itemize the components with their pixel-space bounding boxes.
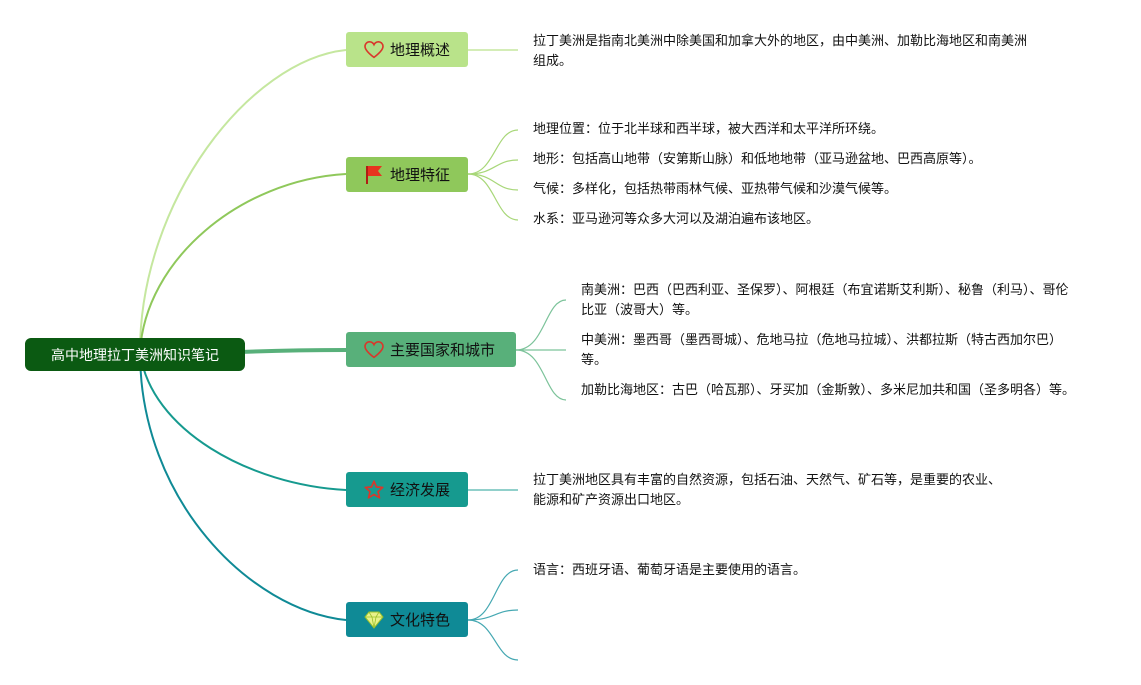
root-label: 高中地理拉丁美洲知识笔记 bbox=[51, 347, 219, 364]
branch-node-cultural-features[interactable]: 文化特色 bbox=[346, 602, 468, 637]
connector-branch-2-leaf-3 bbox=[467, 173, 519, 191]
branch-node-countries-cities[interactable]: 主要国家和城市 bbox=[346, 332, 516, 367]
connector-root-branch-2 bbox=[139, 173, 347, 353]
connector-root-branch-1 bbox=[139, 49, 347, 353]
root-node[interactable]: 高中地理拉丁美洲知识笔记 bbox=[25, 338, 245, 371]
branch-label: 地理特征 bbox=[390, 166, 451, 184]
heart-outline-icon bbox=[364, 40, 384, 60]
branch-label: 文化特色 bbox=[390, 611, 451, 629]
branch-node-economic-development[interactable]: 经济发展 bbox=[346, 472, 468, 507]
branch-label: 主要国家和城市 bbox=[390, 341, 496, 359]
star-outline-icon bbox=[364, 480, 384, 500]
leaf-countries-cities-2: 中美洲：墨西哥（墨西哥城）、危地马拉（危地马拉城）、洪都拉斯（特古西加尔巴）等。 bbox=[581, 333, 1063, 368]
connector-branch-2-leaf-2 bbox=[467, 159, 519, 175]
heart-outline-icon bbox=[364, 340, 384, 360]
connector-root-branch-5 bbox=[139, 351, 347, 621]
leaf-geography-overview-1: 拉丁美洲是指南北美洲中除美国和加拿大外的地区，由中美洲、加勒比海地区和南美洲组成… bbox=[533, 34, 1028, 69]
connector-branch-2-leaf-4 bbox=[467, 173, 519, 221]
connector-root-branch-3 bbox=[239, 348, 347, 354]
leaf-countries-cities-1: 南美洲：巴西（巴西利亚、圣保罗）、阿根廷（布宜诺斯艾利斯）、秘鲁（利马）、哥伦比… bbox=[581, 283, 1069, 318]
connector-branch-5-leaf-1 bbox=[467, 569, 519, 621]
connector-branch-5-leaf-2 bbox=[467, 609, 519, 621]
leaf-countries-cities-3: 加勒比海地区：古巴（哈瓦那）、牙买加（金斯敦）、多米尼加共和国（圣多明各）等。 bbox=[581, 383, 1076, 398]
leaf-cultural-features-1: 语言：西班牙语、葡萄牙语是主要使用的语言。 bbox=[533, 563, 807, 578]
branch-label: 地理概述 bbox=[390, 41, 451, 59]
leaf-geography-features-4: 水系：亚马逊河等众多大河以及湖泊遍布该地区。 bbox=[533, 212, 820, 227]
connector-branch-2-leaf-1 bbox=[467, 129, 519, 175]
connector-root-branch-4 bbox=[139, 351, 347, 491]
leaf-geography-features-3: 气候：多样化，包括热带雨林气候、亚热带气候和沙漠气候等。 bbox=[533, 182, 898, 197]
branch-label: 经济发展 bbox=[390, 481, 451, 499]
leaf-economic-development-1: 拉丁美洲地区具有丰富的自然资源，包括石油、天然气、矿石等，是重要的农业、能源和矿… bbox=[533, 473, 1002, 508]
connector-branch-5-leaf-3 bbox=[467, 619, 519, 661]
branch-node-geography-features[interactable]: 地理特征 bbox=[346, 157, 468, 192]
leaf-geography-features-2: 地形：包括高山地带（安第斯山脉）和低地地带（亚马逊盆地、巴西高原等）。 bbox=[533, 152, 982, 167]
leaf-geography-features-1: 地理位置：位于北半球和西半球，被大西洋和太平洋所环绕。 bbox=[533, 122, 885, 137]
red-flag-icon bbox=[364, 165, 384, 185]
diamond-icon bbox=[364, 610, 384, 630]
connector-branch-3-leaf-3 bbox=[515, 349, 567, 401]
branch-node-geography-overview[interactable]: 地理概述 bbox=[346, 32, 468, 67]
connector-branch-3-leaf-1 bbox=[515, 299, 567, 351]
